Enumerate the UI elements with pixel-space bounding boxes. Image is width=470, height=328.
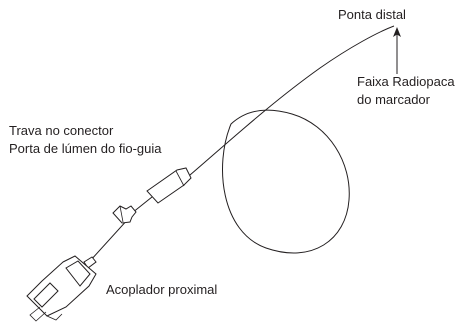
- radiopaque-marker-arrow: [393, 27, 401, 74]
- proximal-tube-lower: [89, 217, 130, 262]
- label-radiopaque-band-line1: Faixa Radiopaca: [357, 74, 455, 89]
- label-proximal-coupler: Acoplador proximal: [106, 282, 217, 297]
- label-distal-tip: Ponta distal: [338, 7, 406, 22]
- label-connector-lock: Trava no conector: [9, 123, 114, 138]
- label-radiopaque-band-line2: do marcador: [357, 92, 431, 107]
- connector-hub: [146, 167, 192, 204]
- connector-lock-icon: [112, 205, 137, 224]
- catheter-shaft: [182, 25, 395, 182]
- proximal-coupler: [26, 255, 97, 322]
- guidewire-loop: [222, 109, 350, 254]
- proximal-tube-upper: [131, 196, 153, 214]
- label-guidewire-lumen-port: Porta de lúmen do fio-guia: [9, 141, 162, 156]
- connector-hub-ring: [175, 170, 185, 187]
